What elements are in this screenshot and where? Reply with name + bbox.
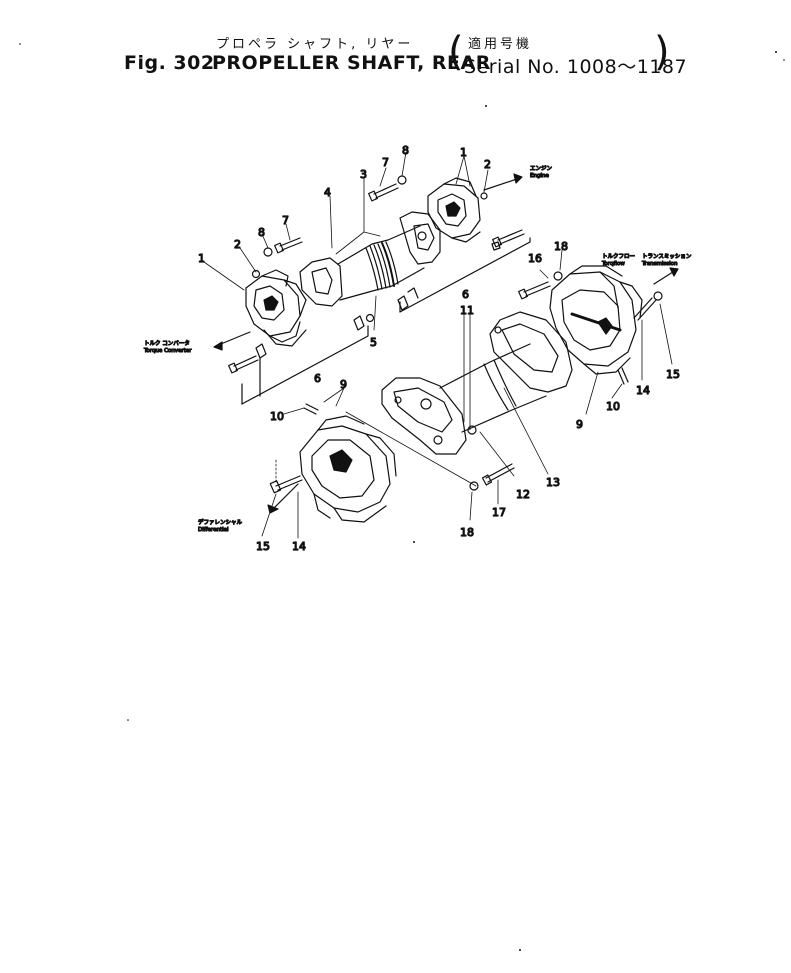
- torqflow-label-en: Torqflow: [601, 261, 625, 267]
- title-english: PROPELLER SHAFT, REAR: [212, 52, 491, 74]
- scan-specks: [19, 43, 785, 951]
- part-label-10-right: 10: [606, 400, 620, 413]
- bracket-6-left: [241, 325, 369, 405]
- upper-left-spider: [245, 269, 307, 347]
- serial-number: Serial No. 1008～1187: [464, 56, 688, 78]
- part-label-3: 3: [360, 168, 367, 181]
- upper-hardware: [228, 175, 525, 374]
- part-label-8-left: 8: [258, 226, 265, 239]
- part-label-14-left: 14: [292, 540, 306, 553]
- title-japanese: プロペラ シャフト, リヤー: [216, 37, 414, 52]
- lower-leaders: [261, 303, 673, 539]
- torque-converter-label-en: Torque Converter: [143, 348, 192, 354]
- part-label-14-right: 14: [636, 384, 650, 397]
- part-label-6-upper: 6: [462, 288, 469, 301]
- close-paren: ): [654, 29, 670, 75]
- open-paren: (: [448, 29, 464, 75]
- bracket-6-right: [399, 237, 531, 313]
- torqflow-label-jp: トルクフロー: [602, 253, 635, 260]
- part-label-17: 17: [492, 506, 506, 519]
- part-label-10-left: 10: [270, 410, 284, 423]
- bracket-6-left-b: [241, 357, 261, 405]
- part-label-6-lower: 6: [314, 372, 321, 385]
- differential-label-en: Differential: [198, 527, 229, 533]
- part-label-2-top: 2: [484, 158, 491, 171]
- lower-left-spider: [269, 403, 515, 523]
- direction-arrows: [213, 173, 679, 514]
- torque-converter-label-jp: トルク コンバータ: [144, 339, 190, 347]
- engine-label-jp: エンジン: [530, 165, 553, 172]
- right-spider: [518, 265, 663, 385]
- part-label-1-top: 1: [460, 146, 467, 159]
- part-label-12: 12: [516, 488, 530, 501]
- part-label-4: 4: [324, 186, 331, 199]
- part-label-2-left: 2: [234, 238, 241, 251]
- engine-label-en: Engine: [530, 173, 549, 179]
- part-label-11: 11: [460, 304, 474, 317]
- part-label-18-upper: 18: [554, 240, 568, 253]
- upper-shaft: [299, 211, 441, 307]
- part-label-1-left: 1: [198, 252, 205, 265]
- figure-number: Fig. 302: [124, 52, 215, 74]
- part-label-9-right: 9: [576, 418, 583, 431]
- transmission-label-en: Transmission: [641, 261, 678, 267]
- part-label-5: 5: [370, 336, 377, 349]
- part-label-9-left: 9: [340, 378, 347, 391]
- upper-right-spider: [427, 177, 481, 243]
- differential-label-jp: デファレンシャル: [198, 518, 243, 526]
- serial-japanese: 適用号機: [468, 37, 533, 52]
- transmission-label-jp: トランスミッション: [642, 253, 692, 260]
- part-label-15-right: 15: [666, 368, 680, 381]
- part-label-7-top: 7: [382, 156, 389, 169]
- part-label-8-top: 8: [402, 144, 409, 157]
- part-label-18-lower: 18: [460, 526, 474, 539]
- part-label-13: 13: [546, 476, 560, 489]
- upper-leaders: [203, 151, 563, 431]
- part-label-16: 16: [528, 252, 542, 265]
- lower-shaft: [381, 311, 573, 491]
- part-label-15-left: 15: [256, 540, 270, 553]
- part-label-7-left: 7: [282, 214, 289, 227]
